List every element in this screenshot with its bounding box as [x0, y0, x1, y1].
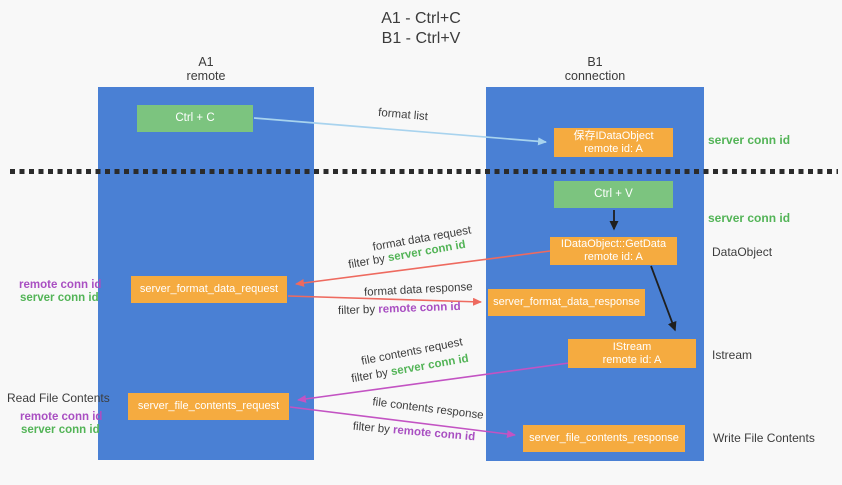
idataobject-getdata-node: IDataObject::GetData remote id: A — [550, 237, 677, 265]
ctrl-c-node: Ctrl + C — [137, 105, 253, 132]
remote-conn-id-label-left2: remote conn id — [20, 411, 103, 423]
save-idataobject-line1: 保存IDataObject — [573, 129, 654, 142]
right-column-header: B1 connection — [486, 55, 704, 83]
dotted-divider-line — [10, 169, 838, 174]
server-file-contents-request-node: server_file_contents_request — [128, 393, 289, 420]
istream-side-label: Istream — [712, 348, 753, 362]
save-idataobject-line2: remote id: A — [584, 142, 643, 155]
ctrl-v-node: Ctrl + V — [554, 181, 673, 208]
remote-conn-id-label-left1: remote conn id — [19, 279, 102, 291]
remote-conn-id-inline: remote conn id — [378, 300, 461, 316]
left-column-header: A1 remote — [98, 55, 314, 83]
filter-by-text: filter by — [352, 420, 394, 437]
right-column-name: B1 — [587, 55, 603, 69]
getdata-line1: IDataObject::GetData — [560, 238, 667, 250]
server-conn-id-label-mid: server conn id — [708, 211, 791, 225]
format-data-response-label: format data response — [363, 281, 473, 299]
file-response-label: server_file_contents_response — [529, 432, 679, 444]
diagram-title: A1 - Ctrl+C B1 - Ctrl+V — [0, 9, 842, 49]
format-list-label: format list — [377, 106, 429, 124]
getdata-line2: remote id: A — [584, 251, 643, 263]
left-column-subtitle: remote — [186, 69, 226, 83]
file-contents-response-label: file contents response — [371, 396, 485, 422]
server-conn-id-label-left1: server conn id — [20, 292, 99, 304]
filter-by-remote-conn-id-label-1: filter by remote conn id — [337, 300, 461, 318]
write-file-contents-label: Write File Contents — [713, 431, 815, 445]
dataobject-label: DataObject — [712, 245, 773, 259]
istream-node: IStream remote id: A — [568, 339, 696, 368]
left-column-name: A1 — [198, 55, 214, 69]
format-request-label: server_format_data_request — [139, 283, 279, 295]
remote-conn-id-inline: remote conn id — [392, 424, 476, 444]
istream-line2: remote id: A — [602, 353, 662, 366]
ctrl-v-label: Ctrl + V — [594, 188, 633, 200]
server-format-data-request-node: server_format_data_request — [131, 276, 287, 303]
title-line-2: B1 - Ctrl+V — [381, 30, 461, 47]
filter-by-text: filter by — [337, 303, 379, 318]
filter-by-remote-conn-id-label-2: filter by remote conn id — [352, 421, 477, 444]
server-format-data-response-node: server_format_data_response — [488, 289, 645, 316]
server-conn-id-label-top: server conn id — [708, 133, 791, 147]
right-column-subtitle: connection — [564, 69, 626, 83]
filter-by-text: filter by — [350, 366, 393, 386]
title-line-1: A1 - Ctrl+C — [381, 10, 461, 27]
ctrl-c-label: Ctrl + C — [175, 112, 215, 124]
read-file-contents-label: Read File Contents — [7, 391, 110, 405]
server-conn-id-label-left2: server conn id — [21, 424, 100, 436]
istream-line1: IStream — [612, 340, 652, 353]
filter-by-text: filter by — [347, 252, 390, 272]
server-file-contents-response-node: server_file_contents_response — [523, 425, 685, 452]
save-idataobject-node: 保存IDataObject remote id: A — [554, 128, 673, 157]
format-response-label: server_format_data_response — [493, 296, 640, 308]
file-request-label: server_file_contents_request — [137, 400, 280, 412]
